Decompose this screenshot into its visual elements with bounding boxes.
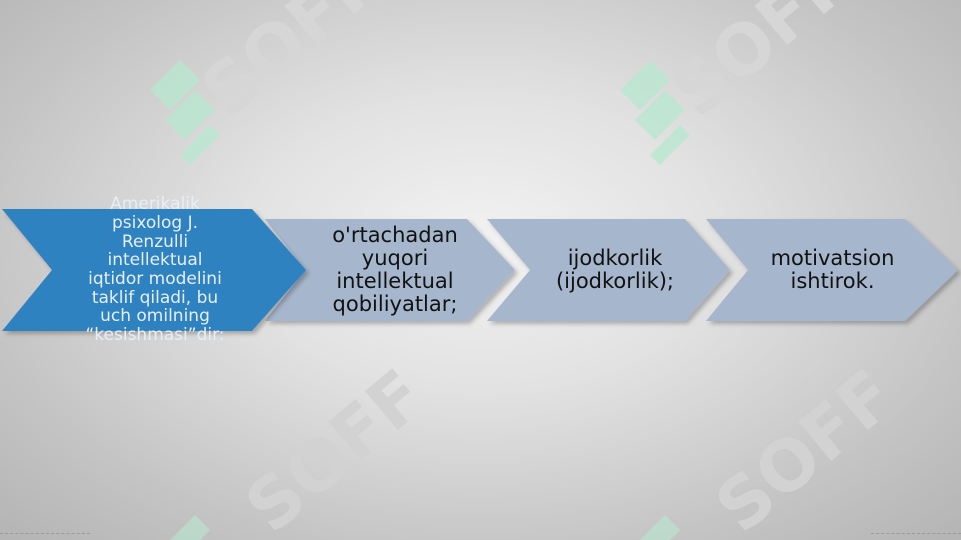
step-3-label: ijodkorlik (ijodkorlik); <box>555 245 675 293</box>
step-1-label: Amerikalik psixolog J. Renzulli intellek… <box>85 194 225 346</box>
chevron-step-2 <box>265 219 515 321</box>
chevron-step-4 <box>706 219 958 321</box>
chevron-step-3 <box>487 219 730 321</box>
step-2-label: o'rtachadan yuqori intellektual qobiliya… <box>332 222 458 317</box>
chevron-step-1 <box>2 209 306 331</box>
footer-divider-right <box>871 533 961 534</box>
footer-divider-left <box>0 533 90 534</box>
step-4-label: motivatsion ishtirok. <box>770 245 895 293</box>
